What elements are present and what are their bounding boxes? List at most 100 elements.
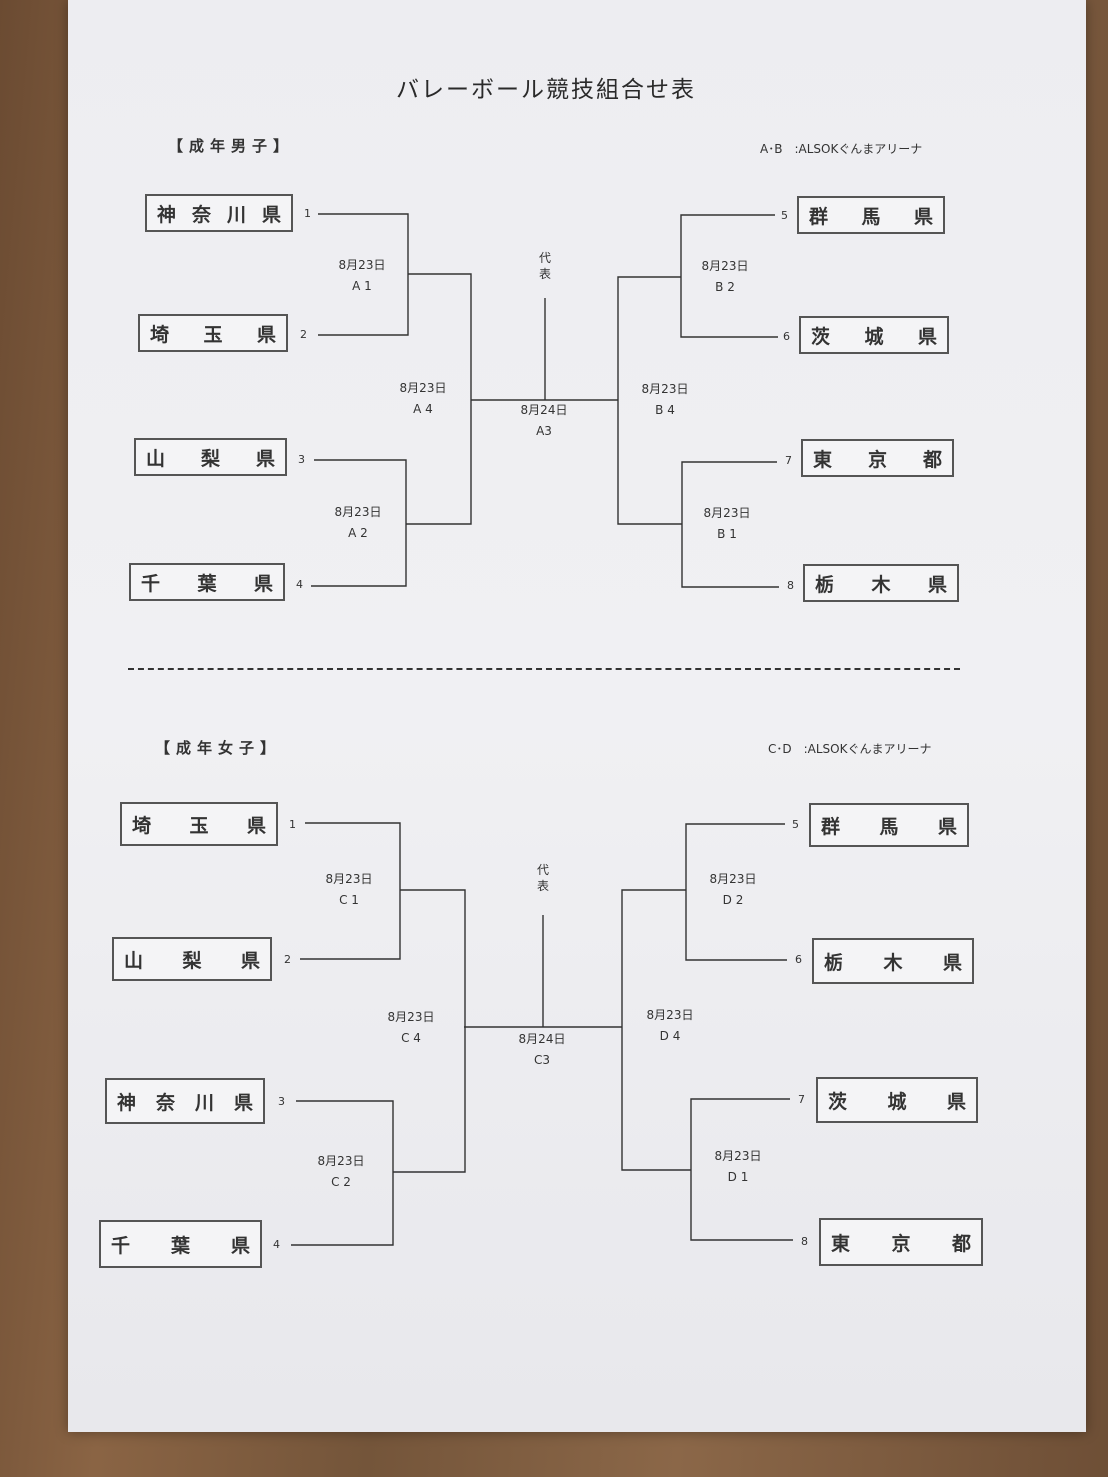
bracket-line xyxy=(681,461,779,588)
seed-number: 3 xyxy=(298,453,305,466)
match-label: 8月23日 A 2 xyxy=(323,502,393,544)
team-box: 神奈川県 xyxy=(145,194,293,232)
bracket-line xyxy=(685,823,787,961)
team-box: 栃木県 xyxy=(803,564,959,602)
bracket-line xyxy=(300,822,401,960)
team-name: 千葉県 xyxy=(141,572,273,595)
team-name: 神奈川県 xyxy=(117,1091,253,1114)
team-name: 栃木県 xyxy=(824,951,962,974)
match-code: C3 xyxy=(533,1053,550,1067)
team-name: 山梨県 xyxy=(124,949,260,972)
match-date: 8月23日 xyxy=(317,1154,365,1168)
seed-number: 8 xyxy=(801,1235,808,1248)
match-code: A 4 xyxy=(413,402,433,416)
seed-number: 8 xyxy=(787,579,794,592)
match-code: C 1 xyxy=(339,893,359,907)
match-date: 8月23日 xyxy=(709,872,757,886)
women-venue: C･D :ALSOKぐんまアリーナ xyxy=(768,742,932,756)
team-name: 東京都 xyxy=(813,448,942,471)
match-code: B 2 xyxy=(715,280,735,294)
match-date: 8月23日 xyxy=(646,1008,694,1022)
women-section-label: 【成年女子】 xyxy=(155,739,282,757)
bracket-line xyxy=(393,889,466,1173)
representative-label: 代表 xyxy=(536,863,549,893)
bracket-line xyxy=(680,214,778,338)
paper-sheet xyxy=(68,0,1086,1432)
match-date: 8月23日 xyxy=(701,259,749,273)
team-box: 神奈川県 xyxy=(105,1078,265,1124)
seed-number: 4 xyxy=(296,578,303,591)
match-label: 8月23日 C 2 xyxy=(306,1151,376,1193)
match-code: A3 xyxy=(536,424,552,438)
match-label: 8月23日 A 4 xyxy=(388,378,458,420)
bracket-line xyxy=(690,1098,793,1241)
match-code: A 1 xyxy=(352,279,372,293)
match-date: 8月24日 xyxy=(518,1032,566,1046)
match-date: 8月23日 xyxy=(338,258,386,272)
bracket-line xyxy=(291,1100,394,1246)
team-name: 茨城県 xyxy=(828,1090,966,1113)
match-label: 8月23日 A 1 xyxy=(327,255,397,297)
match-code: C 2 xyxy=(331,1175,351,1189)
team-box: 埼玉県 xyxy=(138,314,288,352)
seed-number: 6 xyxy=(783,330,790,343)
match-label: 8月23日 C 4 xyxy=(376,1007,446,1049)
men-venue: A･B :ALSOKぐんまアリーナ xyxy=(760,142,923,156)
seed-number: 6 xyxy=(795,953,802,966)
match-date: 8月23日 xyxy=(334,505,382,519)
team-name: 群馬県 xyxy=(821,815,957,838)
match-date: 8月23日 xyxy=(399,381,447,395)
team-box: 埼玉県 xyxy=(120,802,278,846)
match-label: 8月23日 C 1 xyxy=(314,869,384,911)
bracket-line xyxy=(406,273,472,525)
team-box: 群馬県 xyxy=(797,196,945,234)
team-name: 栃木県 xyxy=(815,573,947,596)
match-code: A 2 xyxy=(348,526,368,540)
bracket-line xyxy=(621,889,691,1171)
seed-number: 7 xyxy=(785,454,792,467)
match-date: 8月23日 xyxy=(703,506,751,520)
team-box: 千葉県 xyxy=(129,563,285,601)
team-box: 東京都 xyxy=(819,1218,983,1266)
team-name: 山梨県 xyxy=(146,447,275,470)
team-name: 千葉県 xyxy=(111,1234,250,1257)
bracket-line xyxy=(318,213,409,336)
seed-number: 2 xyxy=(284,953,291,966)
match-code: C 4 xyxy=(401,1031,421,1045)
section-divider xyxy=(128,668,960,670)
team-name: 群馬県 xyxy=(809,205,933,228)
match-label: 8月23日 B 2 xyxy=(690,256,760,298)
match-date: 8月23日 xyxy=(387,1010,435,1024)
team-box: 千葉県 xyxy=(99,1220,262,1268)
team-box: 群馬県 xyxy=(809,803,969,847)
team-box: 茨城県 xyxy=(816,1077,978,1123)
final-label: 8月24日 A3 xyxy=(509,400,579,442)
representative-label: 代表 xyxy=(538,251,551,281)
seed-number: 1 xyxy=(289,818,296,831)
match-code: B 1 xyxy=(717,527,737,541)
bracket-line xyxy=(311,459,407,587)
match-date: 8月23日 xyxy=(325,872,373,886)
match-label: 8月23日 B 1 xyxy=(692,503,762,545)
team-name: 神奈川県 xyxy=(157,203,281,226)
team-name: 東京都 xyxy=(831,1232,971,1255)
match-code: D 4 xyxy=(659,1029,681,1043)
page-title: バレーボール競技組合せ表 xyxy=(396,77,696,103)
team-box: 山梨県 xyxy=(134,438,287,476)
match-date: 8月24日 xyxy=(520,403,568,417)
seed-number: 2 xyxy=(300,328,307,341)
team-box: 茨城県 xyxy=(799,316,949,354)
seed-number: 1 xyxy=(304,207,311,220)
team-name: 埼玉県 xyxy=(150,323,276,346)
team-name: 埼玉県 xyxy=(132,814,266,837)
men-section-label: 【成年男子】 xyxy=(168,137,295,155)
seed-number: 5 xyxy=(792,818,799,831)
match-code: B 4 xyxy=(655,403,675,417)
team-box: 山梨県 xyxy=(112,937,272,981)
match-code: D 1 xyxy=(727,1170,749,1184)
team-name: 茨城県 xyxy=(811,325,937,348)
